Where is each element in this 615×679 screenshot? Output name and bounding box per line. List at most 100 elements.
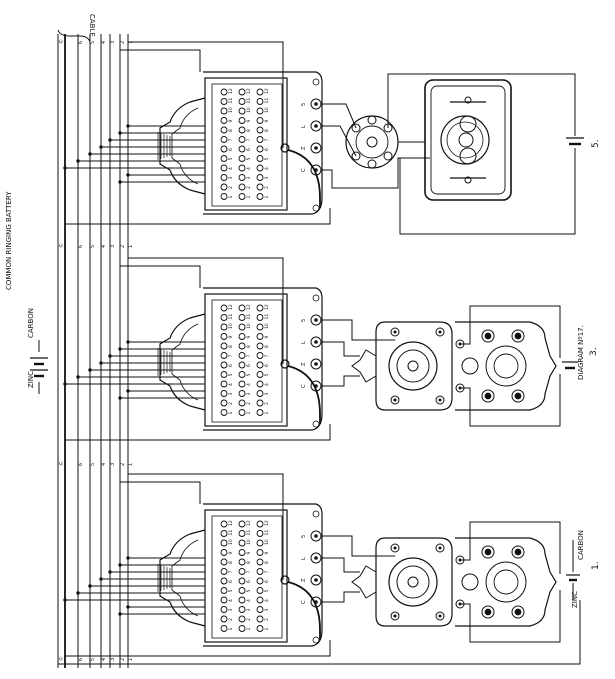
cable-wire-number: 5 [90, 245, 96, 248]
jack-number: 4 [264, 599, 270, 602]
jack-circle [220, 323, 228, 331]
set-terminal [390, 543, 400, 553]
station-5-number: 5. [591, 139, 601, 148]
wire [387, 73, 576, 136]
bell-screw [464, 176, 472, 184]
jack-number: 1 [228, 196, 234, 199]
binding-post [481, 389, 495, 403]
binding-post-center [514, 392, 522, 400]
wire [120, 265, 201, 288]
terminal-center [314, 556, 318, 560]
jack-circle [238, 193, 246, 200]
jack-circle [220, 117, 228, 124]
jack-number: 11 [246, 98, 252, 104]
jack-number: 6 [246, 580, 252, 583]
jack-circle [220, 625, 228, 632]
jack-circle [220, 615, 228, 623]
jack-circle [256, 361, 264, 369]
jack-circle [256, 136, 264, 143]
switchboard-base [203, 71, 323, 215]
terminal-center [314, 124, 318, 128]
jack-circle [238, 625, 246, 632]
jack-circle [238, 88, 246, 96]
jack-circle [256, 183, 264, 191]
wire-junction [126, 389, 130, 393]
jack-circle [238, 304, 246, 312]
screw [312, 420, 320, 428]
jack-number: 11 [246, 314, 252, 320]
jack-number: 10 [264, 323, 270, 329]
jack-circle [220, 568, 228, 575]
terminal-letter: Z [301, 362, 307, 366]
jack-number: 1 [264, 196, 270, 199]
cable-wire-number: 3 [110, 463, 116, 466]
jack-circle [256, 587, 264, 594]
jack-circle [256, 568, 264, 575]
screw [312, 78, 320, 86]
cable-wire-number: 4 [101, 658, 107, 661]
wall-set-mount [351, 349, 377, 383]
cable-wire-number: 6 [78, 658, 84, 661]
cable-wire-number: 6 [78, 41, 84, 44]
jack-number: 12 [246, 88, 252, 94]
wire-junction [63, 166, 67, 170]
wire [58, 600, 581, 665]
jack-number: 10 [246, 107, 252, 113]
jack-number: 8 [264, 345, 270, 348]
wire [128, 41, 284, 148]
jack-number: 8 [246, 129, 252, 132]
jack-number: 1 [246, 412, 252, 415]
transmitter-ring [388, 557, 438, 607]
jack-number: 3 [264, 177, 270, 180]
wire-junction [108, 570, 112, 574]
bell-box-outer [424, 79, 512, 201]
wire-junction [99, 145, 103, 149]
jack-number: 1 [264, 628, 270, 631]
jack-panel [204, 509, 288, 643]
set-terminal-center [393, 546, 397, 550]
jack-circle [220, 530, 228, 537]
binding-post [511, 545, 525, 559]
wire-junction [76, 591, 80, 595]
jack-circle [238, 164, 246, 172]
jack-circle [256, 155, 264, 162]
jack-panel [204, 77, 288, 211]
jack-number: 7 [264, 139, 270, 142]
jack-number: 11 [228, 98, 234, 104]
terminal-center [314, 340, 318, 344]
terminal-center [314, 600, 318, 604]
binding-post-center [514, 332, 522, 340]
jack-circle [220, 183, 228, 191]
jack-number: 1 [264, 412, 270, 415]
binding-post-center [484, 548, 492, 556]
jack-circle [256, 520, 264, 528]
jack-number: 11 [264, 98, 270, 104]
cable-brace [57, 29, 91, 43]
cable-wire-number: © [58, 656, 65, 661]
wire-junction [126, 124, 130, 128]
jack-number: 11 [264, 530, 270, 536]
jack-number: 3 [264, 609, 270, 612]
transmitter-ring [388, 341, 438, 391]
jack-number: 3 [246, 393, 252, 396]
bell-hammer [459, 147, 477, 165]
wire-junction [118, 347, 122, 351]
jack-circle [256, 164, 264, 172]
jack-number: 10 [264, 539, 270, 545]
jack-circle [220, 371, 228, 378]
jack-circle [220, 577, 228, 585]
jack-number: 11 [228, 314, 234, 320]
switchboard-hood-inner [171, 107, 199, 185]
wire [460, 305, 561, 358]
jack-number: 9 [264, 336, 270, 339]
jack-circle [238, 380, 246, 388]
jack-number: 2 [264, 186, 270, 189]
jack-number: 7 [228, 571, 234, 574]
transmitter-inner [396, 565, 430, 599]
cable-wire-number: 2 [120, 245, 126, 248]
wire [321, 125, 357, 157]
jack-number: 12 [264, 520, 270, 526]
wire [120, 481, 201, 504]
wire [65, 640, 331, 657]
switchboard-base [203, 503, 323, 647]
